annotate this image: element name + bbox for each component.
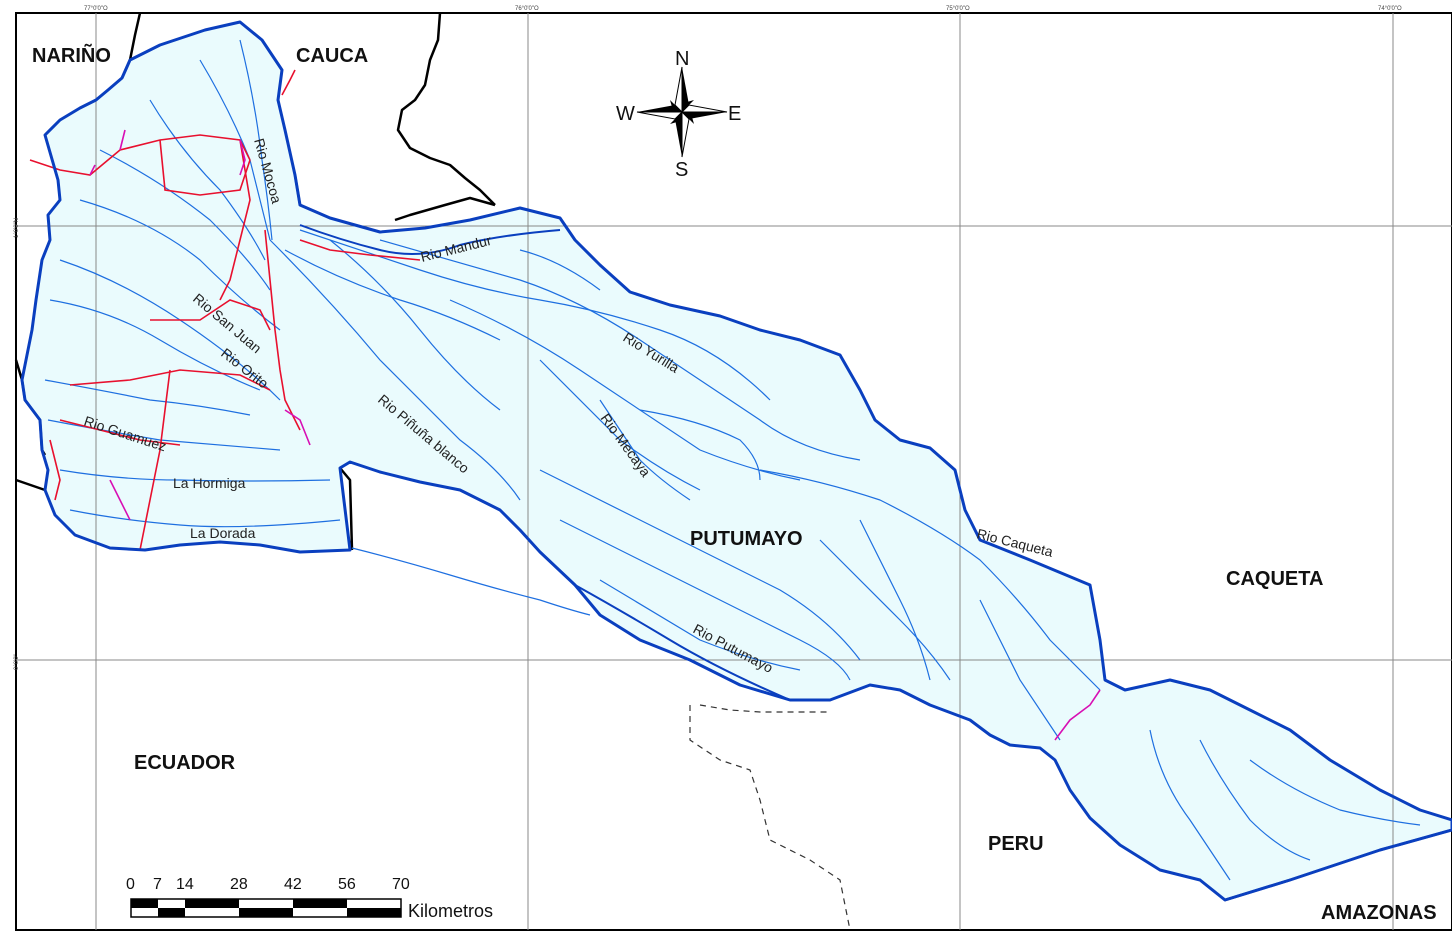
town-label-la-dorada: La Dorada: [190, 525, 256, 541]
compass-west-label: W: [616, 103, 635, 125]
coord-left-2: 0°0'0": [14, 654, 20, 670]
scale-tick-70: 70: [392, 876, 410, 893]
coord-top-2: 76°0'0"O: [515, 6, 539, 12]
basin-area: [22, 22, 1452, 900]
border-river: [351, 547, 591, 616]
region-label-putumayo: PUTUMAYO: [690, 528, 803, 550]
road-network: [29, 69, 421, 551]
graticule: [16, 13, 1452, 930]
scale-tick-14: 14: [176, 876, 194, 893]
scale-tick-7: 7: [153, 876, 162, 893]
compass-rose-icon: [636, 66, 728, 158]
coord-left-1: 1°0'0"N: [14, 218, 20, 238]
compass-east-label: E: [728, 103, 741, 125]
region-label-narino: NARIÑO: [32, 44, 111, 67]
region-label-ecuador: ECUADOR: [134, 752, 236, 774]
scale-unit-label: Kilometros: [408, 901, 493, 921]
basin-boundary: [20, 20, 1452, 902]
scale-tick-0: 0: [126, 876, 135, 893]
region-label-cauca: CAUCA: [296, 45, 368, 67]
coord-top-4: 74°0'0"O: [1378, 6, 1402, 12]
dashed-boundary: [689, 704, 851, 931]
compass-south-label: S: [675, 159, 688, 181]
region-label-peru: PERU: [988, 833, 1044, 855]
scale-tick-56: 56: [338, 876, 356, 893]
coord-top-3: 75°0'0"O: [946, 6, 970, 12]
scale-bar: [130, 898, 402, 918]
region-label-amazonas: AMAZONAS: [1321, 902, 1437, 924]
scale-tick-28: 28: [230, 876, 248, 893]
scale-tick-42: 42: [284, 876, 302, 893]
compass-north-label: N: [675, 48, 689, 70]
secondary-roads: [89, 129, 1101, 741]
river-network: [44, 39, 1421, 881]
region-label-caqueta: CAQUETA: [1226, 568, 1323, 590]
town-label-la-hormiga: La Hormiga: [173, 475, 246, 491]
coord-top-1: 77°0'0"O: [84, 6, 108, 12]
